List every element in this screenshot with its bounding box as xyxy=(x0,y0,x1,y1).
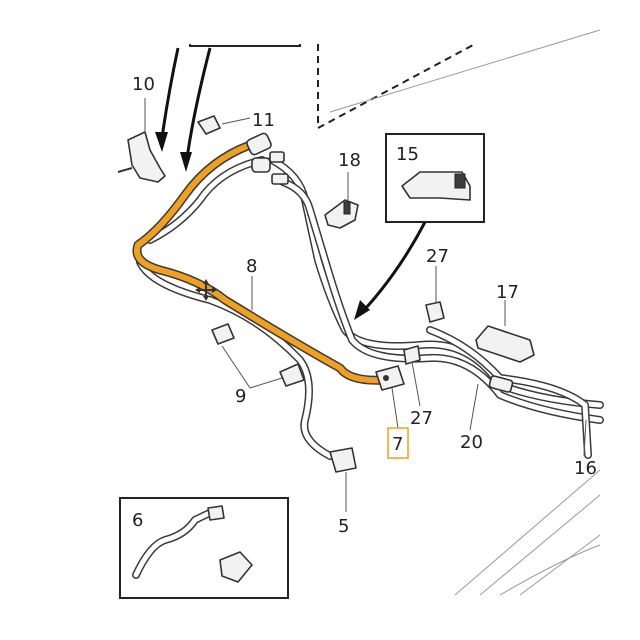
body-dashed-edge xyxy=(317,43,476,130)
arrow-head xyxy=(354,300,370,320)
arrow-head xyxy=(155,132,168,152)
part-7-connector xyxy=(375,365,405,391)
top-view-frame xyxy=(189,44,301,47)
hose xyxy=(137,259,333,459)
callout-18: 18 xyxy=(338,150,361,171)
hose-highlight xyxy=(134,142,388,384)
callout-15: 15 xyxy=(396,144,419,165)
part-6-valve xyxy=(219,551,253,583)
arrow-line xyxy=(364,221,427,310)
move-cursor-icon xyxy=(195,279,217,301)
callout-9: 9 xyxy=(235,386,246,407)
callout-labels: 10 11 18 15 8 27 17 9 27 7 20 16 5 6 xyxy=(132,74,597,537)
callout-20: 20 xyxy=(460,432,483,453)
callout-7-box xyxy=(387,427,409,459)
arrow-line xyxy=(185,47,212,159)
inset-15 xyxy=(385,133,485,223)
part-6-connector xyxy=(207,505,225,521)
callout-16: 16 xyxy=(574,458,597,479)
body-edge-line xyxy=(454,469,601,596)
part-15-tab xyxy=(454,173,466,189)
hoses xyxy=(136,156,604,460)
connectors xyxy=(117,115,535,473)
part-17-module xyxy=(475,325,535,363)
part-15-cover xyxy=(401,171,471,201)
body-edge-line xyxy=(479,494,601,596)
callout-27: 27 xyxy=(426,246,449,267)
callout-5: 5 xyxy=(338,516,349,537)
callout-27: 27 xyxy=(410,408,433,429)
highlighted-hose xyxy=(132,140,390,385)
body-edge-line xyxy=(499,544,601,596)
hose-end-connector xyxy=(246,132,272,156)
leader-lines xyxy=(144,98,587,512)
body-edge-line xyxy=(519,534,601,596)
part-27-clip xyxy=(403,345,421,365)
pipe-fitting xyxy=(271,173,289,185)
callout-6: 6 xyxy=(132,510,143,531)
part-5-connector xyxy=(329,447,357,473)
reference-arrows xyxy=(155,47,427,320)
pipe-fitting xyxy=(269,151,285,163)
hose-coupler xyxy=(488,375,514,393)
hose xyxy=(147,157,265,243)
part-9-clip xyxy=(211,323,235,345)
body-outline xyxy=(317,29,601,596)
hose-end-connector xyxy=(251,157,271,173)
hose xyxy=(133,509,215,578)
arrow-line xyxy=(160,47,180,139)
inset-6 xyxy=(119,497,289,599)
part-18-slot xyxy=(343,201,351,215)
callout-17: 17 xyxy=(496,282,519,303)
callout-11: 11 xyxy=(252,110,275,131)
part-27-clip xyxy=(425,301,445,323)
callout-7: 7 xyxy=(392,434,403,455)
hose xyxy=(280,179,603,423)
part-9-clip xyxy=(279,363,305,387)
callout-8: 8 xyxy=(246,256,257,277)
arrow-head xyxy=(180,152,192,172)
part-18-bracket xyxy=(324,199,359,229)
part-11-clip xyxy=(197,115,221,135)
callout-10: 10 xyxy=(132,74,155,95)
body-edge-line xyxy=(329,29,601,113)
part-10-bracket xyxy=(127,131,166,183)
